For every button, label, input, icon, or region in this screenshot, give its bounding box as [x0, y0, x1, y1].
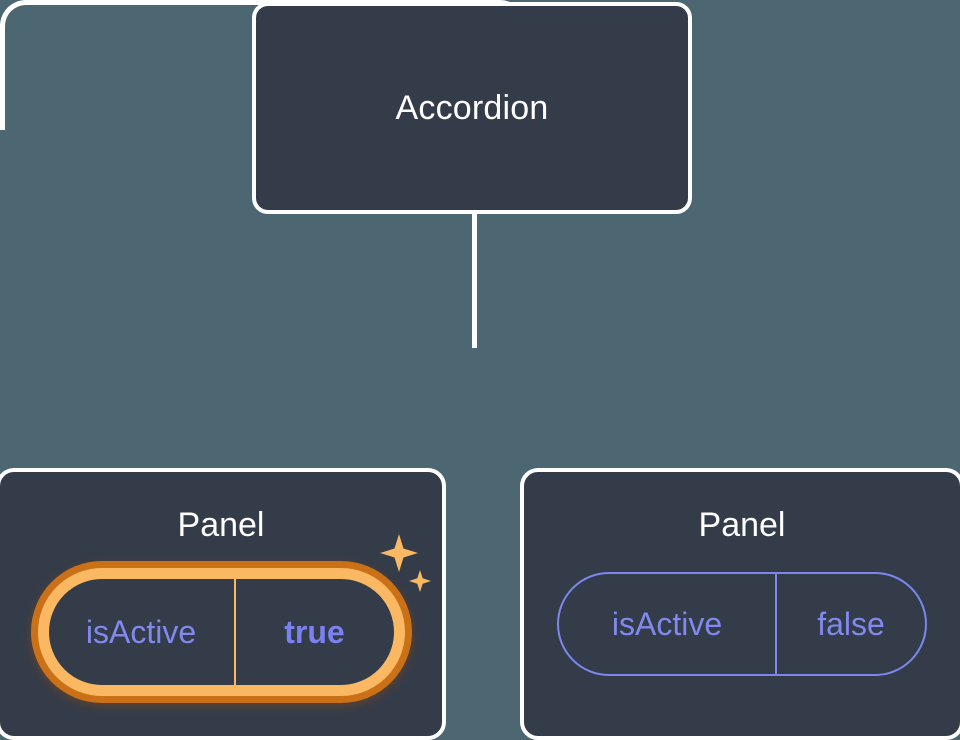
panel-inactive-content: Panel isActive false: [524, 472, 960, 736]
prop-pill-active-value: true: [233, 579, 394, 685]
tree-node-accordion-title: Accordion: [395, 89, 549, 127]
prop-pill-isactive-false[interactable]: isActive false: [557, 572, 927, 676]
tree-node-panel-active-title: Panel: [177, 506, 265, 544]
prop-pill-active-key: isActive: [85, 613, 197, 650]
prop-pill-inactive-value: false: [775, 574, 925, 674]
prop-pill-active-wrapper: isActive true: [37, 534, 431, 696]
connector-root-to-bus: [472, 210, 477, 348]
prop-pill-isactive-true[interactable]: isActive true: [37, 568, 405, 696]
tree-node-panel-inactive-title: Panel: [698, 506, 786, 544]
tree-node-panel-inactive[interactable]: Panel isActive false: [520, 468, 960, 740]
tree-node-panel-active[interactable]: Panel isActive true: [0, 468, 446, 740]
tree-node-accordion[interactable]: Accordion: [252, 2, 692, 214]
prop-pill-inactive-key: isActive: [611, 605, 723, 642]
panel-active-content: Panel isActive true: [0, 472, 442, 736]
